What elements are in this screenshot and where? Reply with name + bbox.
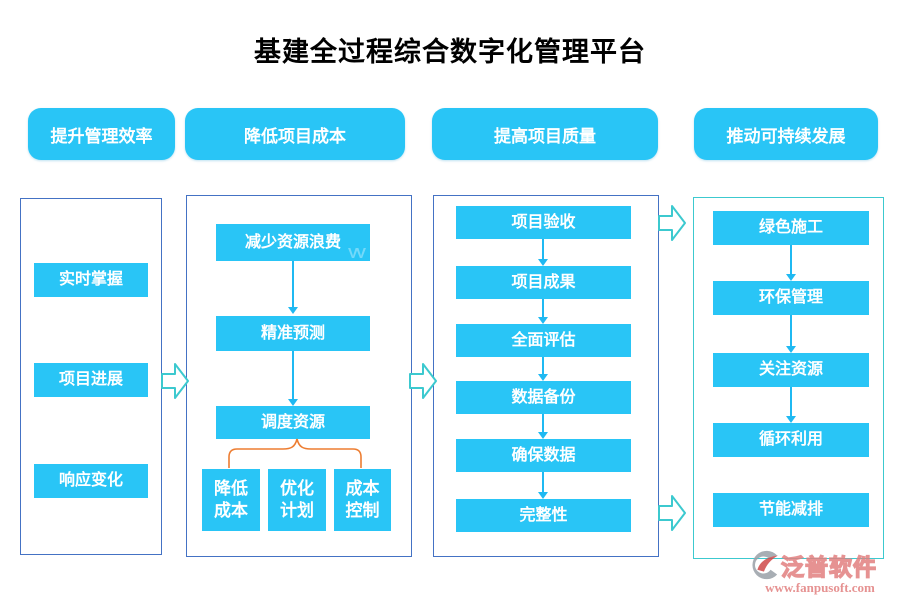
header-pill-efficiency: 提升管理效率 [28,108,175,160]
panel-quality: 项目验收 项目成果 全面评估 数据备份 确保数据 完整性 [433,195,659,557]
page-title: 基建全过程综合数字化管理平台 [254,37,646,67]
arrow-down-icon [538,239,548,266]
node-ensure-data: 确保数据 [456,439,631,472]
branch-lower-cost: 降低 成本 [202,469,260,531]
node-data-backup: 数据备份 [456,381,631,414]
flow-arrow-right-icon [409,363,437,399]
node-accurate-forecast: 精准预测 [216,316,370,351]
flow-arrow-right-icon [658,205,686,241]
flow-arrow-right-icon [161,363,189,399]
branch-cost-control: 成本 控制 [334,469,391,531]
fanpu-logo-icon [752,550,779,580]
node-energy-saving: 节能减排 [713,493,869,527]
flow-arrow-right-icon [658,495,686,531]
node-integrity: 完整性 [456,499,631,532]
panel-sustainability: 绿色施工 环保管理 关注资源 循环利用 节能减排 [693,197,884,559]
arrow-down-icon [786,315,796,353]
header-pill-quality: 提高项目质量 [432,108,658,160]
arrow-down-icon [538,472,548,499]
header-pill-sustainability: 推动可持续发展 [694,108,878,160]
node-dispatch-resources: 调度资源 [216,406,370,439]
panel-efficiency: 实时掌握 项目进展 响应变化 [20,198,162,555]
panel-cost: 减少资源浪费 VV 精准预测 调度资源 降低 成本 优化 计划 成本 控制 [186,195,412,557]
vendor-name: 泛普软件 [780,553,877,580]
vendor-logo: 泛普软件 www.fanpusoft.com [745,548,895,596]
node-project-results: 项目成果 [456,266,631,299]
arrow-down-icon [786,245,796,281]
arrow-down-icon [538,414,548,439]
arrow-down-icon [288,261,298,314]
arrow-down-icon [538,357,548,381]
node-reduce-waste: 减少资源浪费 VV [216,224,370,262]
node-project-progress: 项目进展 [34,363,148,397]
node-realtime-grasp: 实时掌握 [34,263,148,297]
arrow-down-icon [538,299,548,324]
node-respond-change: 响应变化 [34,464,148,498]
node-focus-resources: 关注资源 [713,353,869,387]
node-environmental-management: 环保管理 [713,281,869,315]
vendor-url: www.fanpusoft.com [765,580,875,595]
header-pill-cost: 降低项目成本 [185,108,405,160]
node-full-evaluation: 全面评估 [456,324,631,357]
branch-optimize-plan: 优化 计划 [268,469,326,531]
node-recycling: 循环利用 [713,423,869,457]
fanpu-watermark-icon: VV [347,245,366,262]
arrow-down-icon [786,387,796,423]
node-label: 减少资源浪费 [244,233,341,251]
node-project-acceptance: 项目验收 [456,206,631,239]
arrow-down-icon [288,351,298,406]
node-green-construction: 绿色施工 [713,211,869,245]
